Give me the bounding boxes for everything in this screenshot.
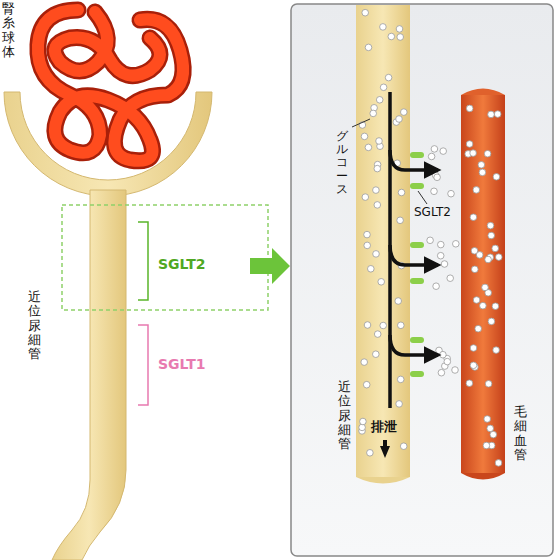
capillary: [461, 95, 505, 473]
flow-label: 排泄: [371, 418, 397, 436]
zoom-panel: [291, 4, 553, 556]
excretion-arrow: [380, 440, 390, 458]
sglt2-bracket: [138, 222, 148, 300]
zoom-arrow: [250, 248, 290, 284]
glucose-dots: [359, 9, 502, 466]
structure-label: 毛細血管: [514, 405, 527, 462]
glomerulus: [38, 10, 183, 161]
transporter-label: SGLT2: [414, 205, 451, 219]
structure-label: 腎糸球体: [2, 2, 15, 59]
sglt2-region: [62, 205, 268, 310]
leader-line: [352, 119, 370, 127]
structure-label: 近位尿細管: [338, 380, 351, 451]
structure-label: 近位尿細管: [28, 290, 41, 361]
flow-arrows: [390, 92, 438, 408]
transporter-label: SGLT2: [158, 256, 205, 272]
substance-label: グルコース: [336, 130, 348, 196]
leader-line: [418, 191, 427, 204]
transporter-label: SGLT1: [158, 356, 205, 372]
sglt1-bracket: [138, 325, 148, 405]
tubule-segment: [356, 5, 410, 477]
proximal-tubule: [52, 190, 126, 560]
